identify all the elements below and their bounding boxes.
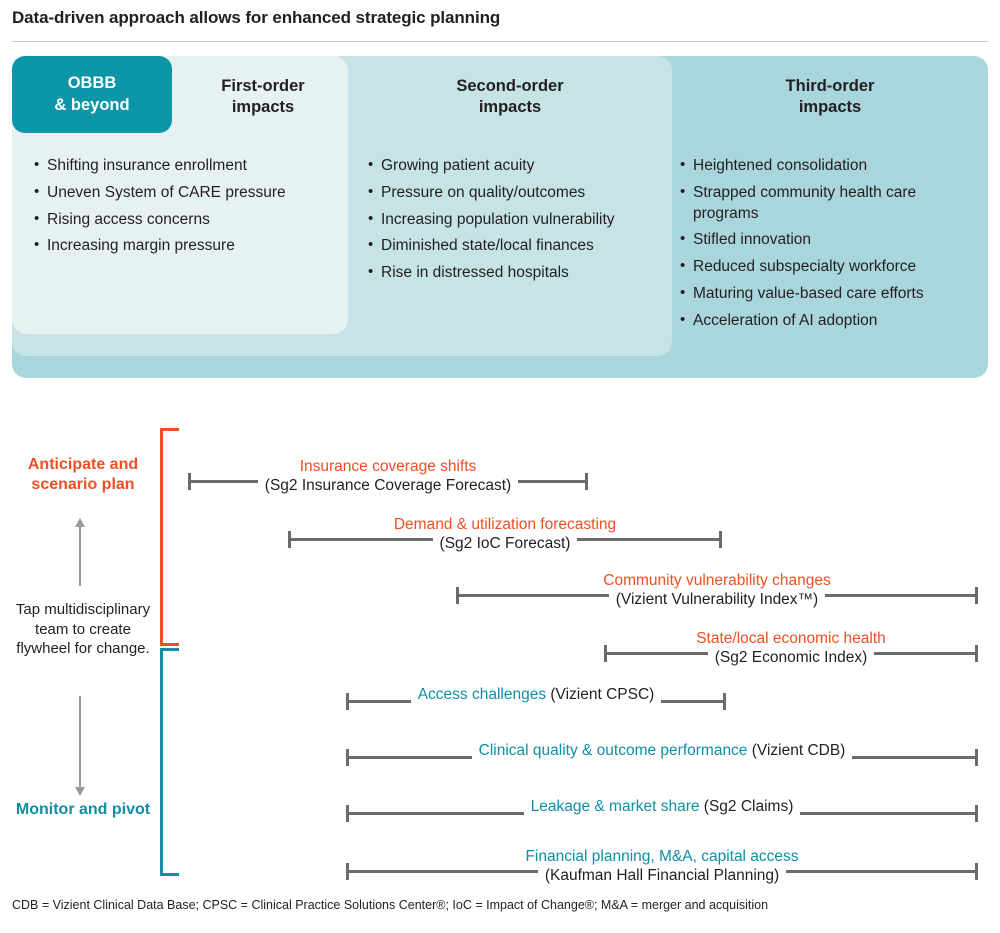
first-order-heading: First-order impacts: [180, 76, 346, 118]
span-label: Financial planning, M&A, capital access: [518, 848, 806, 867]
first-order-heading-line2: impacts: [231, 98, 295, 117]
bullet-item: Rise in distressed hospitals: [368, 262, 664, 284]
bullet-item: Reduced subspecialty workforce: [680, 256, 984, 278]
bullet-item: Increasing population vulnerability: [368, 209, 664, 231]
arrow-up-icon: [75, 518, 85, 586]
bullet-list: Growing patient acuityPressure on qualit…: [368, 155, 664, 284]
span-row[interactable]: Clinical quality & outcome performance (…: [346, 742, 978, 798]
span-label: Community vulnerability changes: [596, 572, 838, 591]
monitor-label: Monitor and pivot: [15, 801, 151, 818]
span-cap-left: [346, 805, 349, 822]
bullet-item: Maturing value-based care efforts: [680, 283, 984, 305]
arrow-down-icon: [75, 696, 85, 796]
span-cap-left: [604, 645, 607, 662]
span-cap-right: [975, 587, 978, 604]
bullet-list: Shifting insurance enrollmentUneven Syst…: [34, 155, 340, 257]
second-order-heading-line1: Second-order: [456, 77, 564, 95]
bullet-item: Strapped community health care programs: [680, 182, 984, 225]
impacts-panel-group: OBBB & beyond First-order impacts Second…: [12, 56, 988, 378]
span-cap-left: [288, 531, 291, 548]
span-text: Insurance coverage shifts(Sg2 Insurance …: [188, 458, 588, 496]
span-text: State/local economic health(Sg2 Economic…: [604, 630, 978, 668]
span-cap-left: [346, 749, 349, 766]
span-text: Clinical quality & outcome performance (…: [346, 742, 978, 761]
second-order-bullet-list: Growing patient acuityPressure on qualit…: [368, 155, 664, 290]
span-text: Leakage & market share (Sg2 Claims): [346, 798, 978, 817]
bullet-list: Heightened consolidationStrapped communi…: [680, 155, 984, 332]
bullet-item: Uneven System of CARE pressure: [34, 182, 340, 204]
span-row[interactable]: State/local economic health(Sg2 Economic…: [604, 630, 978, 686]
span-source: (Vizient CPSC): [550, 686, 655, 703]
anticipate-label: Anticipate and scenario plan: [27, 456, 139, 494]
span-label: Demand & utilization forecasting: [386, 516, 624, 535]
span-cap-left: [456, 587, 459, 604]
span-cap-left: [346, 863, 349, 880]
bullet-item: Increasing margin pressure: [34, 235, 340, 257]
span-source: (Sg2 Claims): [703, 798, 794, 815]
span-cap-right: [975, 863, 978, 880]
span-row[interactable]: Access challenges (Vizient CPSC): [346, 686, 726, 742]
second-order-heading: Second-order impacts: [348, 76, 672, 118]
span-cap-right: [975, 749, 978, 766]
obbb-badge-line2: & beyond: [54, 95, 130, 114]
span-source: (Sg2 Insurance Coverage Forecast): [257, 476, 519, 496]
center-note: Tap multidisciplinary team to create fly…: [15, 601, 151, 657]
bullet-item: Acceleration of AI adoption: [680, 310, 984, 332]
bullet-item: Growing patient acuity: [368, 155, 664, 177]
span-cap-right: [975, 645, 978, 662]
span-label: State/local economic health: [689, 630, 893, 649]
span-source: (Kaufman Hall Financial Planning): [537, 866, 787, 886]
span-label: Leakage & market share: [530, 798, 704, 815]
span-row[interactable]: Financial planning, M&A, capital access(…: [346, 848, 978, 904]
span-cap-right: [723, 693, 726, 710]
span-cap-right: [585, 473, 588, 490]
page-title: Data-driven approach allows for enhanced…: [12, 8, 501, 27]
third-order-heading-line2: impacts: [798, 98, 862, 117]
span-text: Access challenges (Vizient CPSC): [346, 686, 726, 705]
first-order-heading-line1: First-order: [221, 77, 305, 95]
bullet-item: Diminished state/local finances: [368, 235, 664, 257]
span-source: (Vizient Vulnerability Index™): [608, 590, 826, 610]
span-text: Community vulnerability changes(Vizient …: [456, 572, 978, 610]
bullet-item: Heightened consolidation: [680, 155, 984, 177]
span-row[interactable]: Leakage & market share (Sg2 Claims): [346, 798, 978, 854]
bullet-item: Pressure on quality/outcomes: [368, 182, 664, 204]
span-source: (Sg2 IoC Forecast): [432, 534, 578, 554]
span-label: Access challenges: [417, 686, 551, 703]
span-cap-left: [188, 473, 191, 490]
first-order-bullet-list: Shifting insurance enrollmentUneven Syst…: [34, 155, 340, 263]
third-order-heading-line1: Third-order: [785, 77, 875, 95]
bullet-item: Rising access concerns: [34, 209, 340, 231]
bullet-item: Shifting insurance enrollment: [34, 155, 340, 177]
span-cap-right: [975, 805, 978, 822]
flywheel-diagram: Anticipate and scenario plan Tap multidi…: [0, 404, 1000, 886]
monitor-bracket: [160, 648, 179, 876]
anticipate-bracket: [160, 428, 179, 646]
span-source: (Sg2 Economic Index): [707, 648, 875, 668]
span-label: Clinical quality & outcome performance: [478, 742, 752, 759]
title-divider: [12, 41, 988, 42]
span-label: Insurance coverage shifts: [292, 458, 484, 477]
footnote: CDB = Vizient Clinical Data Base; CPSC =…: [12, 898, 769, 912]
span-text: Financial planning, M&A, capital access(…: [346, 848, 978, 886]
third-order-heading: Third-order impacts: [672, 76, 988, 118]
span-row[interactable]: Community vulnerability changes(Vizient …: [456, 572, 978, 628]
span-row[interactable]: Demand & utilization forecasting(Sg2 IoC…: [288, 516, 722, 572]
span-cap-right: [719, 531, 722, 548]
span-row[interactable]: Insurance coverage shifts(Sg2 Insurance …: [188, 458, 588, 514]
second-order-heading-line2: impacts: [478, 98, 542, 117]
span-source: (Vizient CDB): [751, 742, 846, 759]
obbb-badge-line1: OBBB: [67, 74, 117, 93]
span-cap-left: [346, 693, 349, 710]
third-order-bullet-list: Heightened consolidationStrapped communi…: [680, 155, 984, 337]
bullet-item: Stifled innovation: [680, 229, 984, 251]
span-text: Demand & utilization forecasting(Sg2 IoC…: [288, 516, 722, 554]
obbb-badge: OBBB & beyond: [12, 56, 172, 133]
